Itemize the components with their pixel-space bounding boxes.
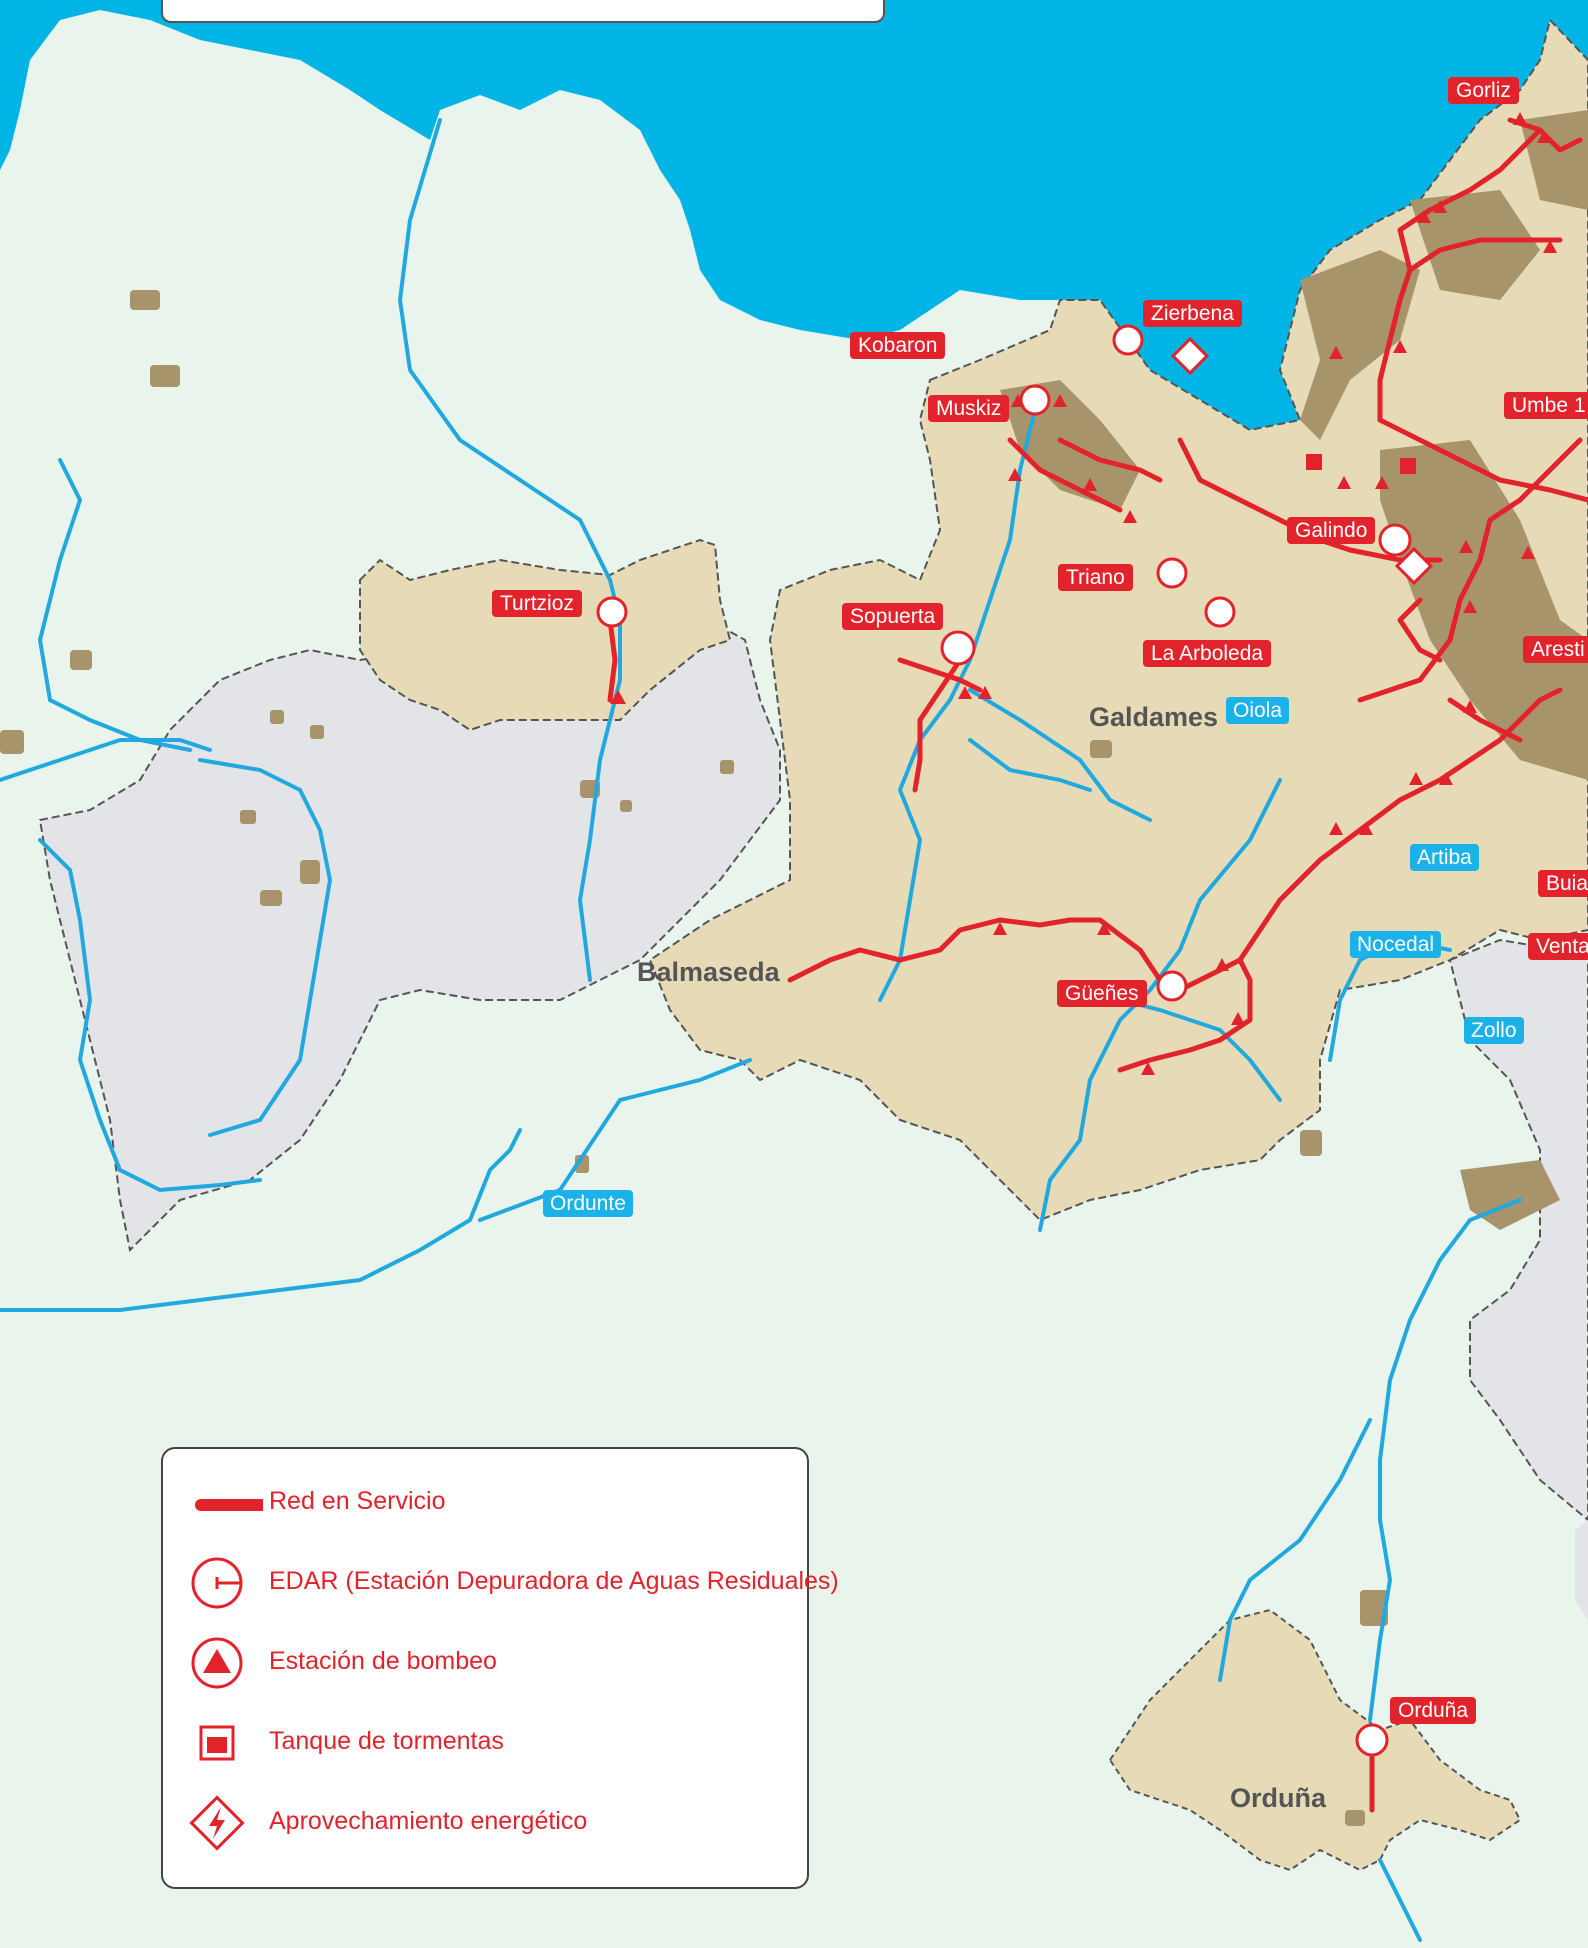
energy-icon xyxy=(183,1793,253,1853)
grey-area-fragment xyxy=(1575,1520,1588,1620)
legend-label: EDAR (Estación Depuradora de Aguas Resid… xyxy=(269,1567,839,1595)
town-balmaseda: Balmaseda xyxy=(637,957,780,987)
label-umbe: Umbe 1 xyxy=(1504,392,1588,419)
edar-icon xyxy=(183,1553,253,1613)
label-galindo: Galindo xyxy=(1287,517,1376,544)
label-zollo: Zollo xyxy=(1464,1017,1524,1044)
label-oiola: Oiola xyxy=(1226,697,1290,724)
label-orduna: Orduña xyxy=(1390,1697,1477,1724)
legend-item: EDAR (Estación Depuradora de Aguas Resid… xyxy=(163,1553,839,1613)
label-muskiz: Muskiz xyxy=(928,395,1010,422)
pump-station-icon xyxy=(183,1633,253,1693)
legend-item: Red en Servicio xyxy=(163,1473,803,1533)
storm-tank-markers xyxy=(1306,454,1416,474)
legend-label: Aprovechamiento energético xyxy=(269,1807,588,1835)
label-aresti: Aresti xyxy=(1523,636,1588,663)
label-buia: Buia xyxy=(1538,870,1588,897)
legend-item: Tanque de tormentas xyxy=(163,1713,803,1773)
label-nocedal: Nocedal xyxy=(1350,931,1442,958)
legend-label: Red en Servicio xyxy=(269,1487,446,1515)
red-line-icon xyxy=(183,1473,271,1533)
label-la-arboleda: La Arboleda xyxy=(1143,640,1272,667)
label-artiba: Artiba xyxy=(1410,844,1479,871)
energy-markers xyxy=(1170,336,1434,586)
label-gorliz: Gorliz xyxy=(1448,77,1519,104)
label-kobaron: Kobaron xyxy=(850,332,946,359)
top-info-box xyxy=(161,0,885,23)
label-turtzioz: Turtzioz xyxy=(492,590,582,617)
storm-tank-icon xyxy=(183,1713,253,1773)
label-zierbena: Zierbena xyxy=(1143,300,1242,327)
service-area-turtzioz xyxy=(359,538,732,732)
label-triano: Triano xyxy=(1058,564,1133,591)
town-orduna: Orduña xyxy=(1230,1783,1327,1813)
label-venta: Venta xyxy=(1528,933,1588,960)
map-legend: Red en Servicio EDAR (Estación Depurador… xyxy=(161,1447,839,1889)
network-lines xyxy=(607,117,1588,1813)
town-galdames: Galdames xyxy=(1089,702,1219,732)
label-sopuerta: Sopuerta xyxy=(842,603,944,630)
label-guenes: Güeñes xyxy=(1057,980,1147,1007)
grey-area-west xyxy=(38,608,781,1253)
coast-island xyxy=(20,60,130,320)
edar-markers xyxy=(596,324,1412,1757)
urban-areas xyxy=(0,110,1588,1826)
service-area-orduna xyxy=(1108,1608,1522,1872)
legend-item: Aprovechamiento energético xyxy=(163,1793,803,1853)
legend-item: Estación de bombeo xyxy=(163,1633,803,1693)
label-ordunte: Ordunte xyxy=(543,1190,633,1217)
legend-label: Tanque de tormentas xyxy=(269,1727,504,1755)
legend-label: Estación de bombeo xyxy=(269,1647,497,1675)
pump-markers xyxy=(610,112,1557,1075)
